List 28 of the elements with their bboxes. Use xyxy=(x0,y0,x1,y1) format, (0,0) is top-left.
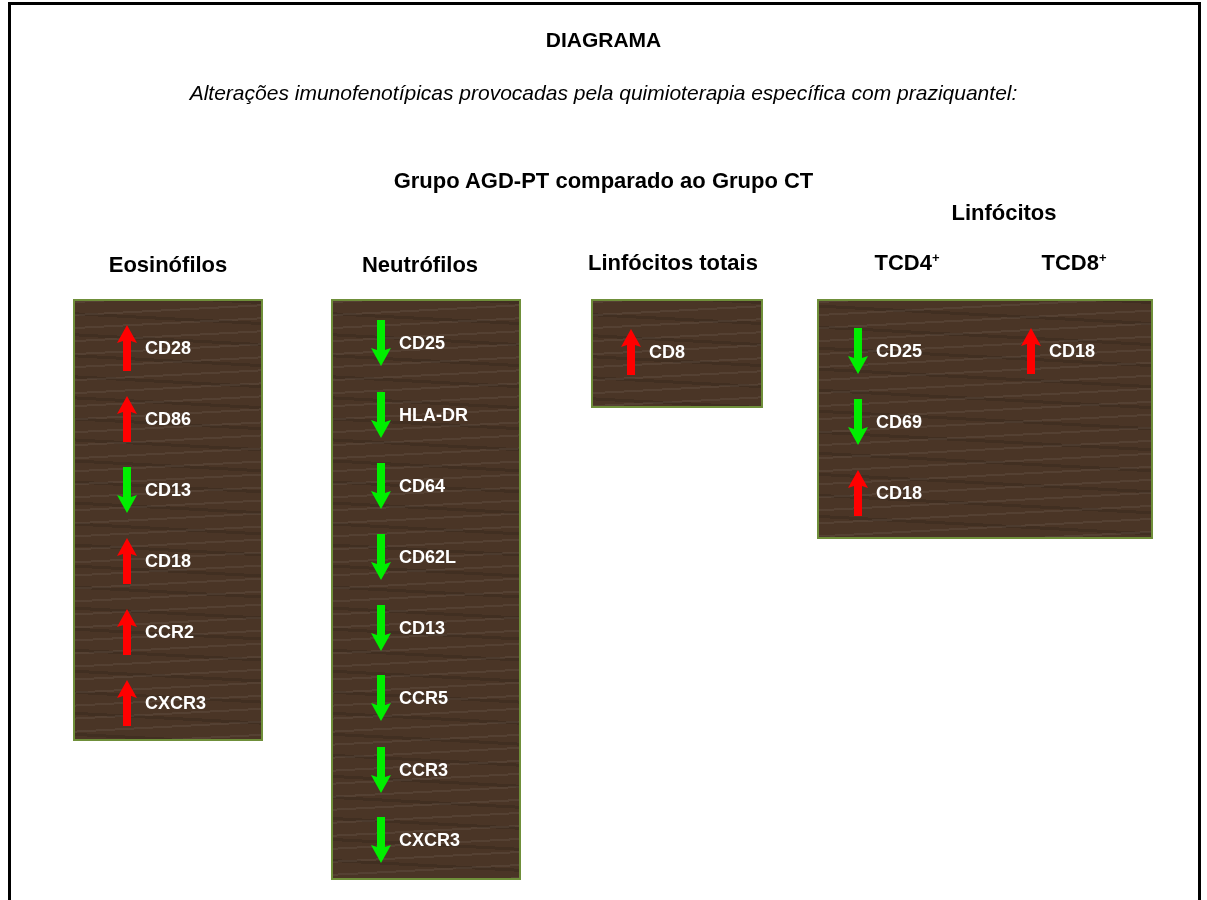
diagram-title: DIAGRAMA xyxy=(544,28,663,52)
marker-label: CD18 xyxy=(145,550,192,572)
marker-label: CD62L xyxy=(399,546,456,568)
column-heading: Linfócitos xyxy=(951,200,1057,226)
subtitle: Grupo AGD-PT comparado ao Grupo CT xyxy=(392,168,815,194)
marker-label: CCR5 xyxy=(399,687,448,709)
column-heading: TCD4$^{+}$ xyxy=(874,250,940,277)
marker-label: CD86 xyxy=(145,408,192,430)
marker-label: CD69 xyxy=(876,411,923,433)
marker-label: CD13 xyxy=(145,479,192,501)
marker-label: CXCR3 xyxy=(145,692,206,714)
column-heading: Eosinófilos xyxy=(108,252,228,278)
marker-label: CCR3 xyxy=(399,759,448,781)
caption: Alterações imunofenotípicas provocadas pela quimioterapia específica com praziquantel: xyxy=(188,80,1019,106)
marker-label: CD25 xyxy=(876,340,923,362)
column-heading: Neutrófilos xyxy=(361,252,479,278)
marker-label: CD28 xyxy=(145,337,192,359)
marker-label: CD13 xyxy=(399,617,446,639)
marker-label: CXCR3 xyxy=(399,829,460,851)
column-heading: Linfócitos totais xyxy=(588,250,758,276)
marker-label: CD8 xyxy=(649,341,685,363)
marker-label: CD25 xyxy=(399,332,446,354)
marker-label: CD18 xyxy=(876,482,923,504)
marker-label: CD64 xyxy=(399,475,446,497)
marker-label: CCR2 xyxy=(145,621,194,643)
marker-label: CD18 xyxy=(1049,340,1096,362)
marker-label: HLA-DR xyxy=(399,404,468,426)
column-heading: TCD8$^{+}$ xyxy=(1041,250,1107,277)
